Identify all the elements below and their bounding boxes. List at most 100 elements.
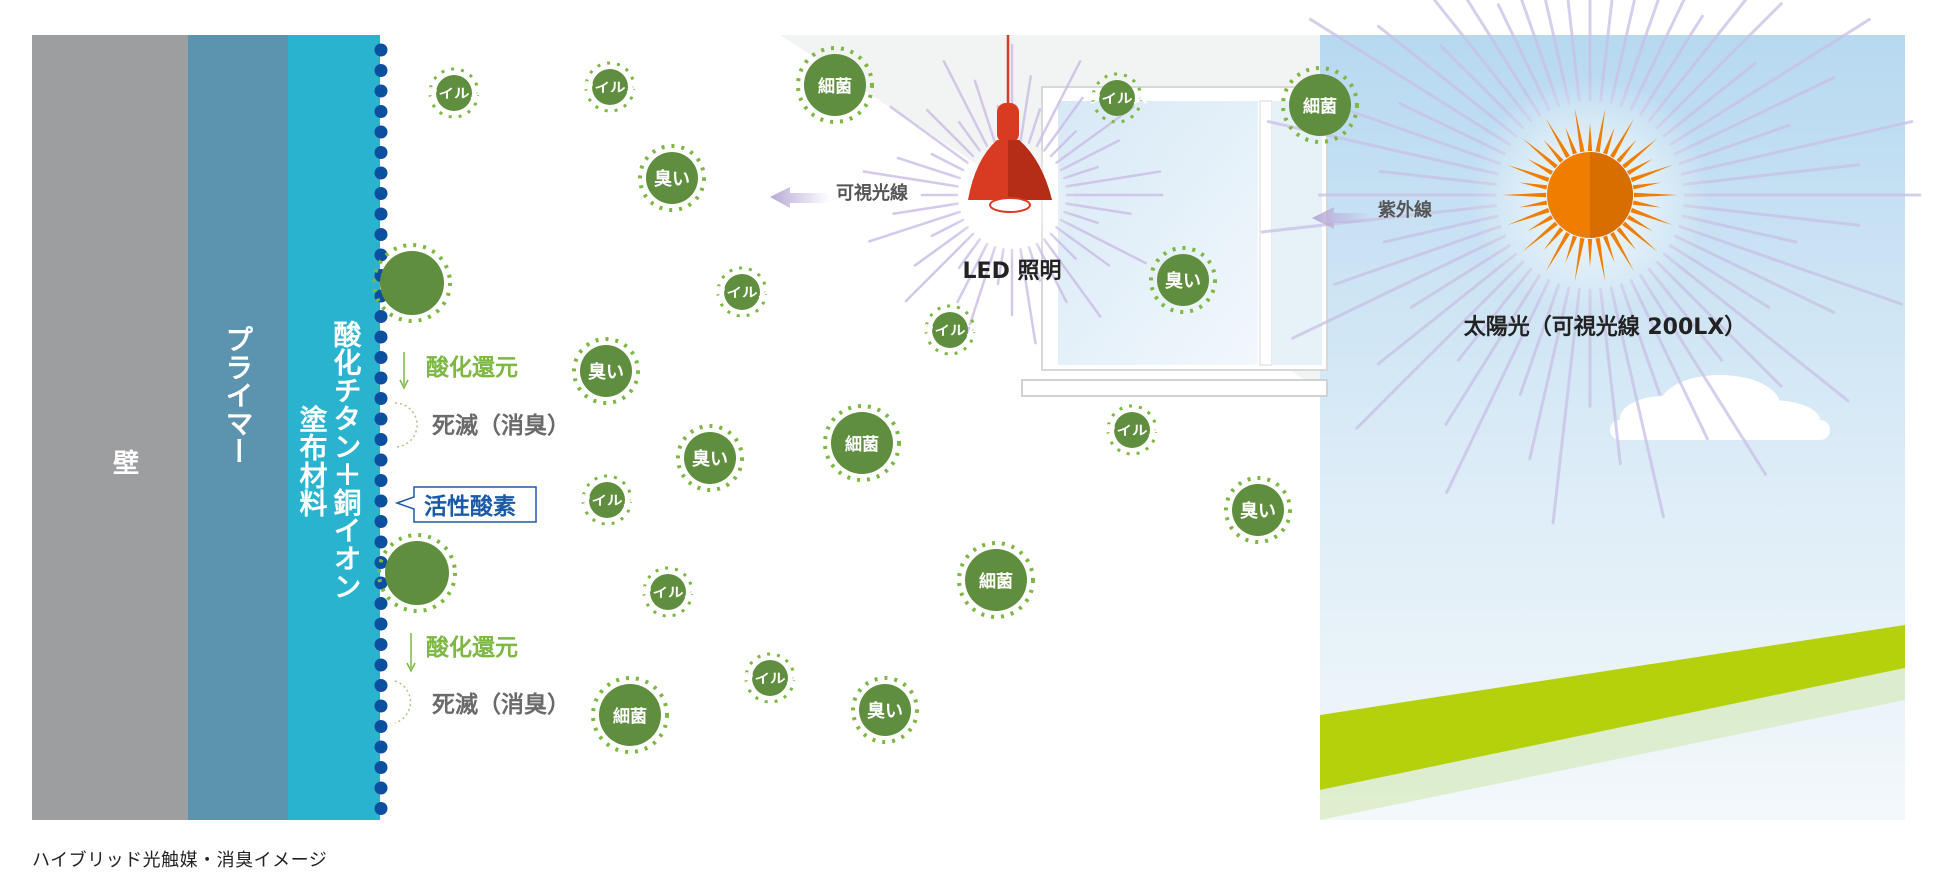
light-ray [1333,104,1502,166]
light-ray [1543,0,1571,104]
light-ray [1678,224,1903,306]
sun-spike [1574,237,1585,282]
odor-label: 臭い [588,361,624,383]
light-ray [1647,0,1748,123]
light-ray [1528,286,1571,461]
sun-label: 太陽光（可視光線 200LX） [1464,314,1747,340]
light-ray [1043,96,1084,152]
sun-spike [1574,108,1585,153]
virus-label: ウイルス [579,81,641,96]
coating-particle [374,310,388,323]
coating-particle [374,720,388,733]
coating-particle [374,412,388,426]
light-ray [1065,202,1132,216]
virus-label: ウイルス [1101,424,1163,439]
sun-spike [1602,235,1615,263]
sun-spike [1546,118,1570,159]
light-ray [1682,204,1861,227]
virus-label: ウイルス [919,324,981,339]
sun-spike [1543,139,1564,163]
wall-label: 壁 [113,448,139,479]
virus-label: ウイルス [576,494,638,509]
light-ray [1655,2,1783,130]
light-ray [1333,224,1502,286]
bacteria-label: 細菌 [1303,96,1337,117]
odor-microbe: 臭い [1224,476,1292,544]
coating-particle [374,248,388,262]
sun-spike [1565,127,1578,155]
coating-particle [374,228,388,241]
light-ray [1639,273,1768,476]
sun-spike [1602,127,1615,155]
sun-spike [1522,221,1558,252]
figure-caption: ハイブリッド光触媒・消臭イメージ [32,850,328,871]
virus-microbe: ウイルス [739,652,801,704]
sun-spike [1522,138,1558,169]
coating-particle [374,351,388,364]
coating-particle [374,187,388,200]
coating-particle [374,761,388,774]
light-ray [973,79,997,144]
odor-label: 臭い [1165,270,1201,292]
coating-particle [374,802,388,815]
sun-spikes [1502,108,1678,282]
virus-microbe: ウイルス [579,61,641,113]
light-ray [1432,0,1533,123]
light-ray [1043,238,1102,318]
light-ray [1655,260,1783,388]
light-ray [1520,0,1561,107]
bacteria-microbe: 細菌 [957,541,1035,619]
window-sill [1021,379,1328,397]
odor-label: 臭い [692,448,728,470]
redox-label-2: 酸化還元 [426,634,518,661]
coating-particle [374,166,388,180]
led-lamp [968,35,1052,213]
coating-particle [374,125,388,139]
bacteria-microbe: 細菌 [591,676,669,754]
odor-label: 臭い [1240,500,1276,522]
coating-label-line2: 塗布材料 [296,404,329,517]
sun-spike [1527,159,1554,175]
sun-spike [1630,207,1673,226]
sun-spike [1519,200,1548,208]
virus-label: ウイルス [637,586,699,601]
light-ray [1629,279,1709,441]
light-ray [1019,75,1033,142]
bacteria-microbe: 細菌 [796,46,874,124]
light-ray [1662,252,1850,403]
light-ray [889,105,969,164]
odor-microbe: 臭い [676,424,744,492]
light-ray [1599,0,1614,103]
light-ray [1445,279,1551,494]
coating-particle [374,781,388,795]
coating-particle [374,494,388,508]
led-label: LED 照明 [963,259,1062,284]
virus-microbe: ウイルス [576,474,638,526]
light-ray [1035,60,1082,148]
visible-ray-label: 可視光線 [836,182,908,204]
odor-microbe: 臭い [1149,246,1217,314]
death-label-2: 死滅（消臭） [432,691,570,718]
light-ray [1609,286,1665,519]
wall-layer [32,35,188,820]
visible-ray-arrow [770,187,830,208]
light-ray [1444,273,1541,426]
coating-particle [374,617,388,631]
light-ray [868,210,961,243]
sun-spike [1507,164,1550,183]
coating-particle [374,43,388,57]
light-ray [896,156,961,180]
light-ray [1059,218,1147,265]
grass-strip [1320,625,1905,790]
odor-microbe: 臭い [638,144,706,212]
coating-particle [374,699,388,713]
sun-shade [1590,152,1633,238]
coating-particle [374,474,388,487]
cloud [1610,375,1830,440]
light-ray [1681,120,1914,176]
virus-microbe: ウイルス [1101,404,1163,456]
process-annotations [394,352,537,724]
coating-particle [374,679,388,692]
